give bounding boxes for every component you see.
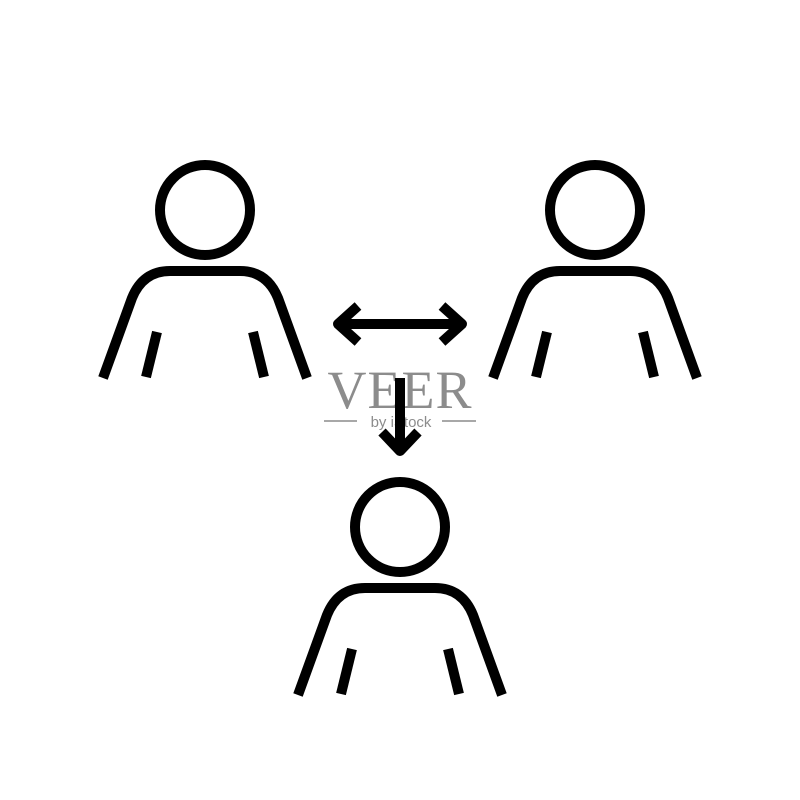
person-arm-line [443,647,464,696]
arrow-head [378,428,422,456]
person-shoulders [98,266,312,380]
arrow-head-right [438,302,467,346]
person-right-icon [488,160,702,380]
person-arm-line [141,330,162,379]
person-left-icon [98,160,312,380]
person-shoulders [293,583,507,697]
person-bottom-icon [293,477,507,697]
person-arm-line [248,330,269,379]
person-shoulders [488,266,702,380]
person-arm-line [638,330,659,379]
person-arm-line [531,330,552,379]
person-head [155,160,255,260]
arrow-head-left [333,302,362,346]
person-arm-line [336,647,357,696]
person-head [545,160,645,260]
bidirectional-arrow-icon [333,302,467,346]
person-head [350,477,450,577]
down-arrow-icon [378,378,422,456]
